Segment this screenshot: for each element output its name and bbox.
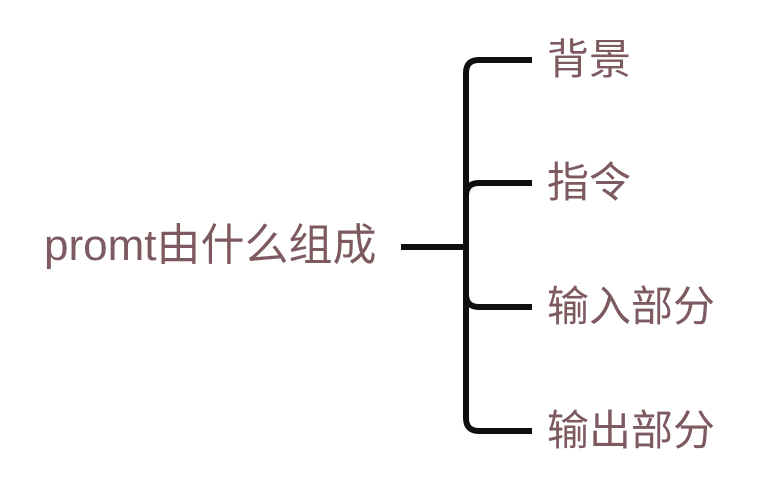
node-label-instruction: 指令	[547, 159, 632, 206]
connector-branch-bottom	[463, 247, 532, 434]
node-label-output-part: 输出部分	[547, 407, 716, 454]
node-label-input-part: 输入部分	[547, 283, 716, 330]
root-node-label: promt由什么组成	[44, 221, 377, 270]
node-label-background: 背景	[547, 36, 632, 83]
connector-branch-top	[463, 57, 532, 247]
connector-branch-third	[463, 247, 532, 310]
connector-branch-second	[463, 180, 532, 247]
